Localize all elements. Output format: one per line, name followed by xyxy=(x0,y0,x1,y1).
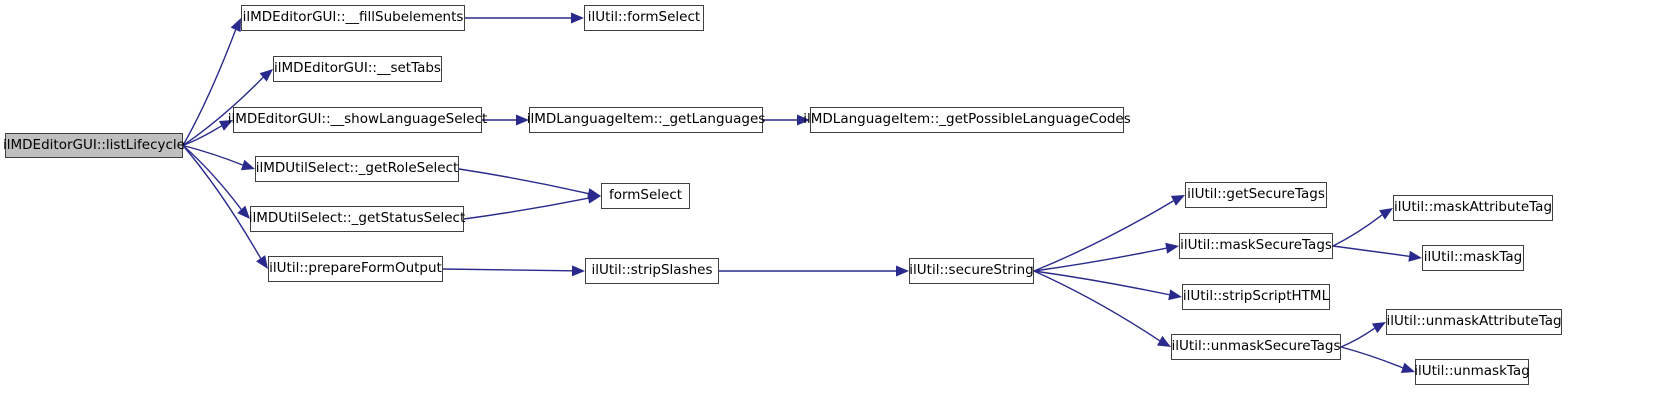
graph-edge-secureString-to-getSecureTags xyxy=(1033,200,1174,272)
graph-edge-maskSecureTags-to-maskTag xyxy=(1332,245,1410,257)
graph-node-secureString[interactable]: ilUtil::secureString xyxy=(909,258,1034,284)
graph-edge-listLifecycle-to-getStatusSelect xyxy=(182,144,242,210)
graph-node-label: ilUtil::unmaskTag xyxy=(1414,363,1530,380)
graph-node-getRoleSelect[interactable]: ilMDUtilSelect::_getRoleSelect xyxy=(255,156,459,182)
graph-node-label: ilMDEditorGUI::__showLanguageSelect xyxy=(227,111,488,128)
graph-node-label: ilUtil::prepareFormOutput xyxy=(269,260,442,277)
graph-node-label: ilMDUtilSelect::_getRoleSelect xyxy=(255,160,459,177)
graph-node-maskAttributeTag[interactable]: ilUtil::maskAttributeTag xyxy=(1393,195,1553,221)
graph-node-label: ilUtil::unmaskAttributeTag xyxy=(1386,313,1562,330)
graph-node-label: ilUtil::stripScriptHTML xyxy=(1182,288,1330,305)
graph-node-unmaskTag[interactable]: ilUtil::unmaskTag xyxy=(1414,359,1530,385)
graph-node-stripSlashes[interactable]: ilUtil::stripSlashes xyxy=(585,258,719,284)
graph-node-label: ilMDEditorGUI::__setTabs xyxy=(274,60,441,77)
graph-node-setTabs[interactable]: ilMDEditorGUI::__setTabs xyxy=(273,56,442,82)
graph-node-label: ilUtil::secureString xyxy=(909,262,1034,279)
graph-node-label: ilUtil::stripSlashes xyxy=(591,262,713,279)
graph-node-prepareFormOutput[interactable]: ilUtil::prepareFormOutput xyxy=(268,256,443,282)
graph-node-showLanguageSelect[interactable]: ilMDEditorGUI::__showLanguageSelect xyxy=(228,107,487,133)
graph-node-ilUtilFormSelect[interactable]: ilUtil::formSelect xyxy=(584,5,704,31)
graph-node-unmaskSecureTags[interactable]: ilUtil::unmaskSecureTags xyxy=(1171,334,1341,360)
graph-node-stripScriptHTML[interactable]: ilUtil::stripScriptHTML xyxy=(1182,284,1330,310)
graph-node-label: ilUtil::maskSecureTags xyxy=(1180,237,1332,254)
graph-node-unmaskAttributeTag[interactable]: ilUtil::unmaskAttributeTag xyxy=(1386,309,1562,335)
graph-edge-unmaskSecureTags-to-unmaskTag xyxy=(1340,346,1403,369)
graph-node-label: formSelect xyxy=(608,187,683,204)
graph-node-label: ilMDLanguageItem::_getLanguages xyxy=(526,111,766,128)
graph-arrowhead-prepareFormOutput-to-stripSlashes xyxy=(571,265,585,277)
graph-node-formSelect[interactable]: formSelect xyxy=(601,183,690,209)
graph-node-maskSecureTags[interactable]: ilUtil::maskSecureTags xyxy=(1179,233,1333,259)
graph-node-label: ilUtil::maskTag xyxy=(1423,249,1523,266)
graph-node-getLanguages[interactable]: ilMDLanguageItem::_getLanguages xyxy=(527,107,765,133)
graph-node-label: ilMDEditorGUI::listLifecycle xyxy=(3,136,185,153)
graph-edge-maskSecureTags-to-maskAttributeTag xyxy=(1332,214,1383,247)
graph-node-fillSubelements[interactable]: ilMDEditorGUI::__fillSubelements xyxy=(241,5,465,31)
graph-node-label: ilUtil::maskAttributeTag xyxy=(1394,199,1553,216)
graph-node-maskTag[interactable]: ilUtil::maskTag xyxy=(1422,245,1524,271)
graph-node-listLifecycle[interactable]: ilMDEditorGUI::listLifecycle xyxy=(3,133,185,158)
graph-edge-secureString-to-stripScriptHTML xyxy=(1033,270,1170,296)
graph-edge-getStatusSelect-to-formSelect xyxy=(463,197,589,220)
graph-arrowhead-getStatusSelect-to-formSelect xyxy=(587,192,601,204)
graph-edge-secureString-to-maskSecureTags xyxy=(1033,247,1167,272)
graph-node-getSecureTags[interactable]: ilUtil::getSecureTags xyxy=(1185,182,1327,208)
graph-node-label: ilMDUtilSelect::_getStatusSelect xyxy=(248,210,466,227)
graph-edge-listLifecycle-to-fillSubelements xyxy=(182,29,237,146)
graph-node-getStatusSelect[interactable]: ilMDUtilSelect::_getStatusSelect xyxy=(249,206,465,232)
graph-edge-secureString-to-unmaskSecureTags xyxy=(1033,270,1161,342)
graph-arrowhead-getRoleSelect-to-formSelect xyxy=(587,188,601,199)
graph-node-label: ilMDEditorGUI::__fillSubelements xyxy=(242,9,464,26)
graph-node-label: ilUtil::getSecureTags xyxy=(1187,186,1325,203)
graph-edge-prepareFormOutput-to-stripSlashes xyxy=(442,268,573,272)
graph-node-getPossibleLanguageCodes[interactable]: ilMDLanguageItem::_getPossibleLanguageCo… xyxy=(803,107,1131,133)
graph-node-label: ilUtil::unmaskSecureTags xyxy=(1171,338,1341,355)
graph-node-label: ilUtil::formSelect xyxy=(587,9,701,26)
graph-node-label: ilMDLanguageItem::_getPossibleLanguageCo… xyxy=(803,111,1131,128)
graph-edge-getRoleSelect-to-formSelect xyxy=(458,168,589,195)
